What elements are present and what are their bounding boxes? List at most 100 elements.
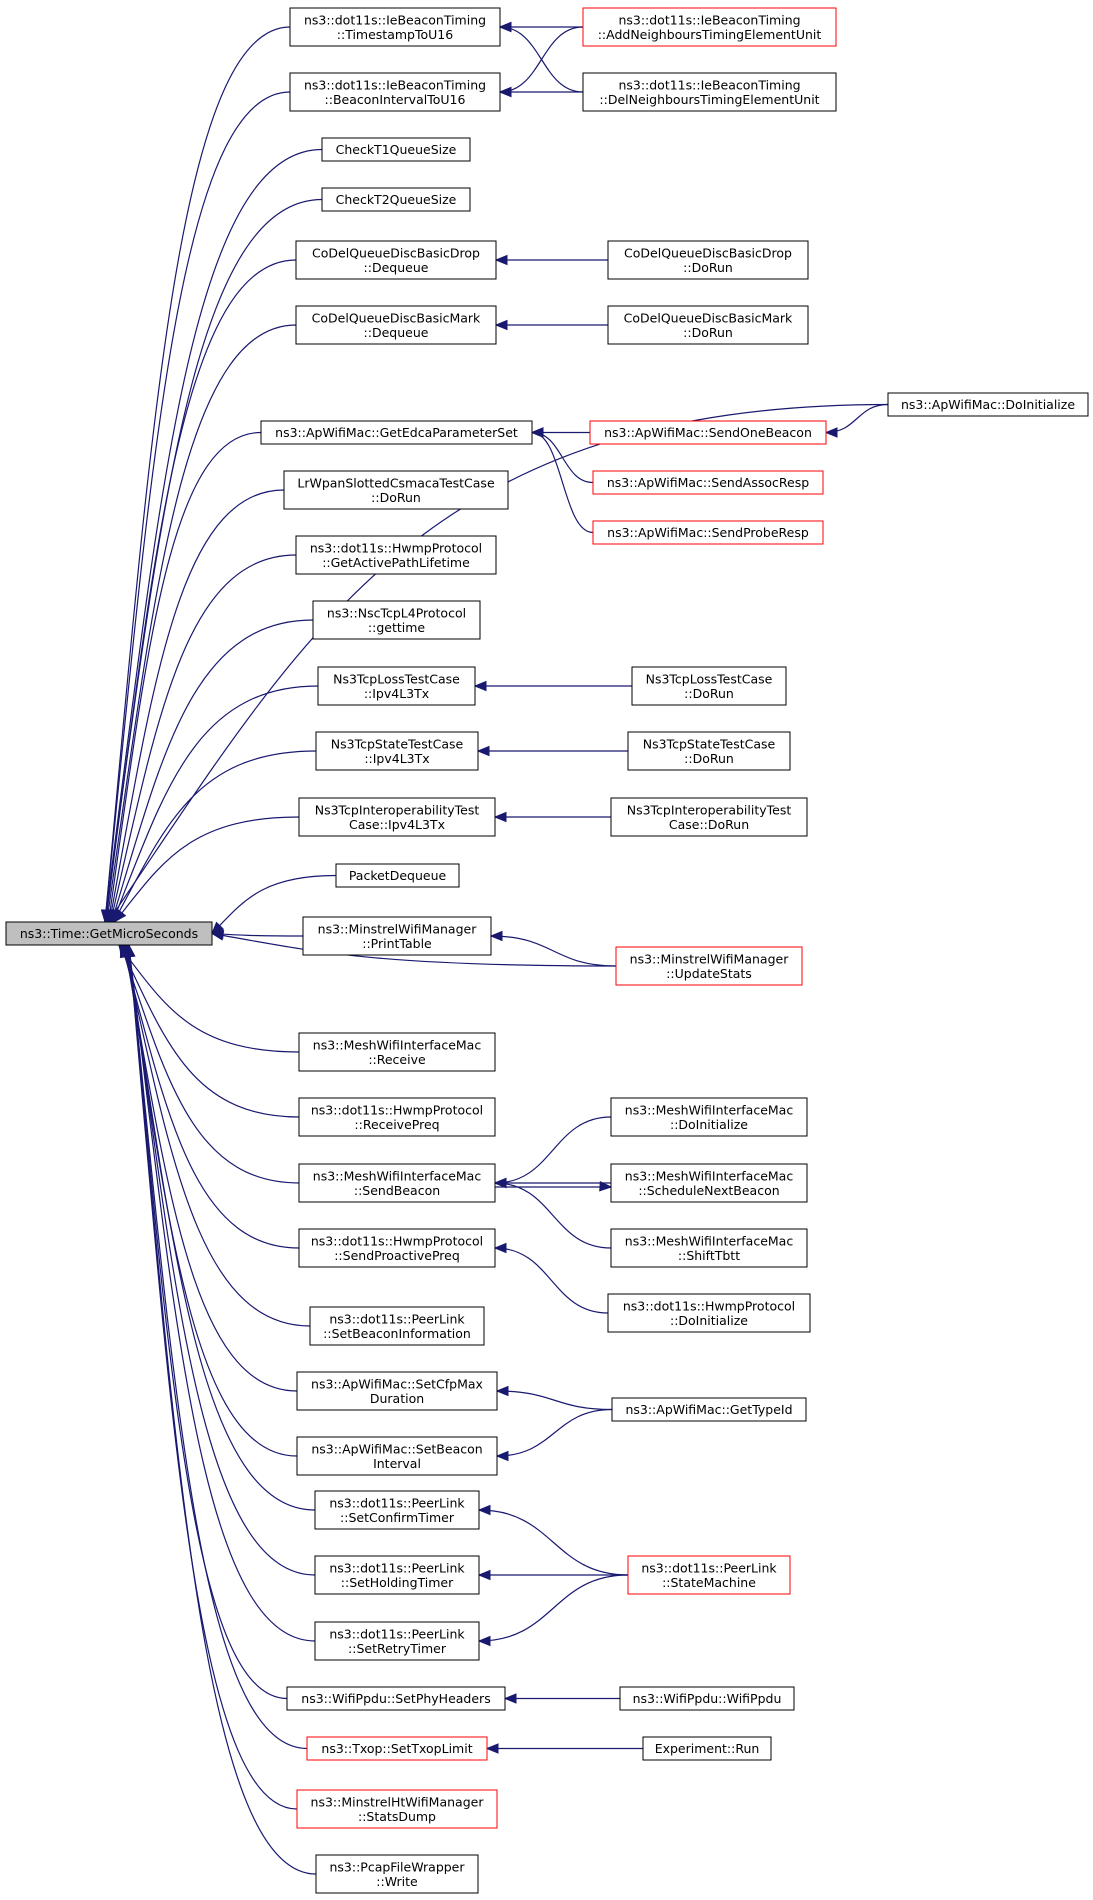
call-edge-lossrun-to-losstx: [473, 680, 632, 692]
function-node[interactable]: ns3::MeshWifiInterfaceMac::SendBeacon: [298, 1163, 496, 1203]
function-node[interactable]: ns3::ApWifiMac::DoInitialize: [887, 392, 1089, 417]
function-node[interactable]: ns3::dot11s::HwmpProtocol::GetActivePath…: [295, 535, 497, 575]
node-label-line: ns3::dot11s::PeerLink: [641, 1560, 777, 1575]
function-node[interactable]: ns3::dot11s::PeerLink::StateMachine: [627, 1555, 791, 1595]
edge-line: [531, 431, 594, 484]
node-box: [335, 863, 460, 888]
function-node[interactable]: ns3::dot11s::IeBeaconTiming::BeaconInter…: [289, 72, 501, 112]
node-label-line: ns3::MinstrelWifiManager: [318, 921, 478, 936]
function-node[interactable]: ns3::MinstrelHtWifiManager::StatsDump: [296, 1789, 498, 1829]
function-node[interactable]: ns3::ApWifiMac::SendProbeResp: [592, 520, 824, 545]
function-node[interactable]: ns3::MeshWifiInterfaceMac::Receive: [298, 1032, 496, 1072]
root-function-node[interactable]: ns3::Time::GetMicroSeconds: [5, 921, 213, 946]
function-node[interactable]: ns3::dot11s::IeBeaconTiming::DelNeighbou…: [582, 72, 837, 112]
function-node[interactable]: ns3::dot11s::HwmpProtocol::ReceivePreq: [298, 1097, 496, 1137]
call-edge-updstats-to-printtable: [489, 930, 617, 967]
function-node[interactable]: ns3::MinstrelWifiManager::UpdateStats: [615, 946, 803, 986]
function-node[interactable]: ns3::WifiPpdu::WifiPpdu: [619, 1686, 795, 1711]
function-node[interactable]: ns3::MinstrelWifiManager::PrintTable: [302, 916, 492, 956]
edge-line: [126, 945, 316, 1511]
node-label-line: ns3::dot11s::IeBeaconTiming: [618, 12, 800, 27]
arrowhead: [489, 930, 503, 942]
function-node[interactable]: PacketDequeue: [335, 863, 460, 888]
function-node[interactable]: ns3::Txop::SetTxopLimit: [306, 1736, 488, 1761]
node-label-line: CoDelQueueDiscBasicDrop: [312, 245, 480, 260]
node-box: [298, 797, 496, 837]
function-node[interactable]: ns3::dot11s::HwmpProtocol::SendProactive…: [298, 1228, 496, 1268]
function-node[interactable]: ns3::ApWifiMac::GetTypeId: [611, 1397, 807, 1422]
function-node[interactable]: ns3::MeshWifiInterfaceMac::ShiftTbtt: [610, 1228, 808, 1268]
function-node[interactable]: ns3::ApWifiMac::SendAssocResp: [592, 470, 824, 495]
call-edge-cdmarkrun-to-cdmark: [494, 319, 609, 331]
function-node[interactable]: Ns3TcpLossTestCase::DoRun: [631, 666, 787, 706]
node-box: [582, 72, 837, 112]
call-edge-cddroprun-to-cddrop: [494, 254, 608, 266]
function-node[interactable]: ns3::MeshWifiInterfaceMac::DoInitialize: [610, 1097, 808, 1137]
node-box: [615, 946, 803, 986]
function-node[interactable]: ns3::PcapFileWrapper::Write: [315, 1854, 479, 1894]
node-label-line: ns3::dot11s::HwmpProtocol: [311, 1233, 483, 1248]
call-edge-interoptx-to-root: [114, 816, 300, 923]
call-edge-deln-to-ts16: [498, 21, 584, 93]
call-edge-updstats-to-root: [210, 930, 617, 967]
node-label-line: ::DelNeighboursTimingElementUnit: [599, 92, 819, 107]
call-edge-ts16-to-root: [100, 26, 291, 923]
node-label-line: ::PrintTable: [362, 936, 432, 951]
function-node[interactable]: ns3::dot11s::PeerLink::SetBeaconInformat…: [309, 1306, 485, 1346]
node-label-line: ::DoInitialize: [670, 1313, 748, 1328]
function-node[interactable]: ns3::MeshWifiInterfaceMac::ScheduleNextB…: [610, 1163, 808, 1203]
node-box: [298, 1032, 496, 1072]
node-box: [592, 470, 824, 495]
node-box: [610, 1097, 808, 1137]
function-node[interactable]: CoDelQueueDiscBasicDrop::DoRun: [607, 240, 809, 280]
function-node[interactable]: CheckT1QueueSize: [321, 137, 471, 162]
call-edge-apinit-to-onebeacon: [824, 403, 889, 438]
function-node[interactable]: CheckT2QueueSize: [321, 187, 471, 212]
arrowhead: [494, 254, 508, 266]
function-node[interactable]: LrWpanSlottedCsmacaTestCase::DoRun: [283, 470, 509, 510]
edge-line: [109, 489, 285, 922]
function-node[interactable]: CoDelQueueDiscBasicMark::DoRun: [607, 305, 809, 345]
function-node[interactable]: ns3::dot11s::PeerLink::SetHoldingTimer: [314, 1555, 480, 1595]
function-node[interactable]: Experiment::Run: [642, 1736, 772, 1761]
node-box: [289, 72, 501, 112]
node-label-line: ns3::dot11s::IeBeaconTiming: [618, 77, 800, 92]
node-box: [302, 916, 492, 956]
call-edge-gettypeid-to-beaconint: [495, 1408, 613, 1462]
function-node[interactable]: ns3::dot11s::PeerLink::SetConfirmTimer: [314, 1490, 480, 1530]
call-edge-htstats-to-root: [124, 944, 298, 1810]
function-node[interactable]: ns3::ApWifiMac::SendOneBeacon: [589, 420, 827, 445]
function-node[interactable]: ns3::dot11s::IeBeaconTiming::TimestampTo…: [289, 7, 501, 47]
function-node[interactable]: ns3::ApWifiMac::GetEdcaParameterSet: [260, 420, 533, 445]
call-edge-gettypeid-to-cfpmax: [495, 1385, 613, 1411]
function-node[interactable]: Ns3TcpStateTestCase::Ipv4L3Tx: [315, 731, 479, 771]
function-node[interactable]: Ns3TcpStateTestCase::DoRun: [627, 731, 791, 771]
node-label-line: ns3::WifiPpdu::WifiPpdu: [633, 1691, 782, 1706]
node-label-line: CheckT1QueueSize: [336, 142, 457, 157]
arrowhead: [530, 427, 544, 438]
node-box: [582, 7, 837, 47]
node-label-line: ::SetRetryTimer: [348, 1641, 447, 1656]
function-node[interactable]: ns3::dot11s::IeBeaconTiming::AddNeighbou…: [582, 7, 837, 47]
edge-layer: [100, 21, 889, 1875]
node-label-line: ::AddNeighboursTimingElementUnit: [598, 27, 822, 42]
node-box: [321, 137, 471, 162]
node-label-line: ::BeaconIntervalToU16: [325, 92, 466, 107]
function-node[interactable]: ns3::WifiPpdu::SetPhyHeaders: [286, 1686, 506, 1711]
node-label-line: ::UpdateStats: [666, 966, 752, 981]
arrowhead: [498, 21, 512, 33]
function-node[interactable]: ns3::dot11s::PeerLink::SetRetryTimer: [314, 1621, 480, 1661]
function-node[interactable]: ns3::NscTcpL4Protocol::gettime: [312, 600, 481, 640]
function-node[interactable]: CoDelQueueDiscBasicMark::Dequeue: [295, 305, 497, 345]
function-node[interactable]: ns3::dot11s::HwmpProtocol::DoInitialize: [607, 1293, 811, 1333]
function-node[interactable]: CoDelQueueDiscBasicDrop::Dequeue: [295, 240, 497, 280]
node-label-line: ns3::ApWifiMac::SetBeacon: [311, 1441, 482, 1456]
node-label-line: ns3::dot11s::HwmpProtocol: [311, 1102, 483, 1117]
function-node[interactable]: Ns3TcpLossTestCase::Ipv4L3Tx: [317, 666, 476, 706]
call-edge-interoprun-to-interoptx: [493, 811, 611, 823]
